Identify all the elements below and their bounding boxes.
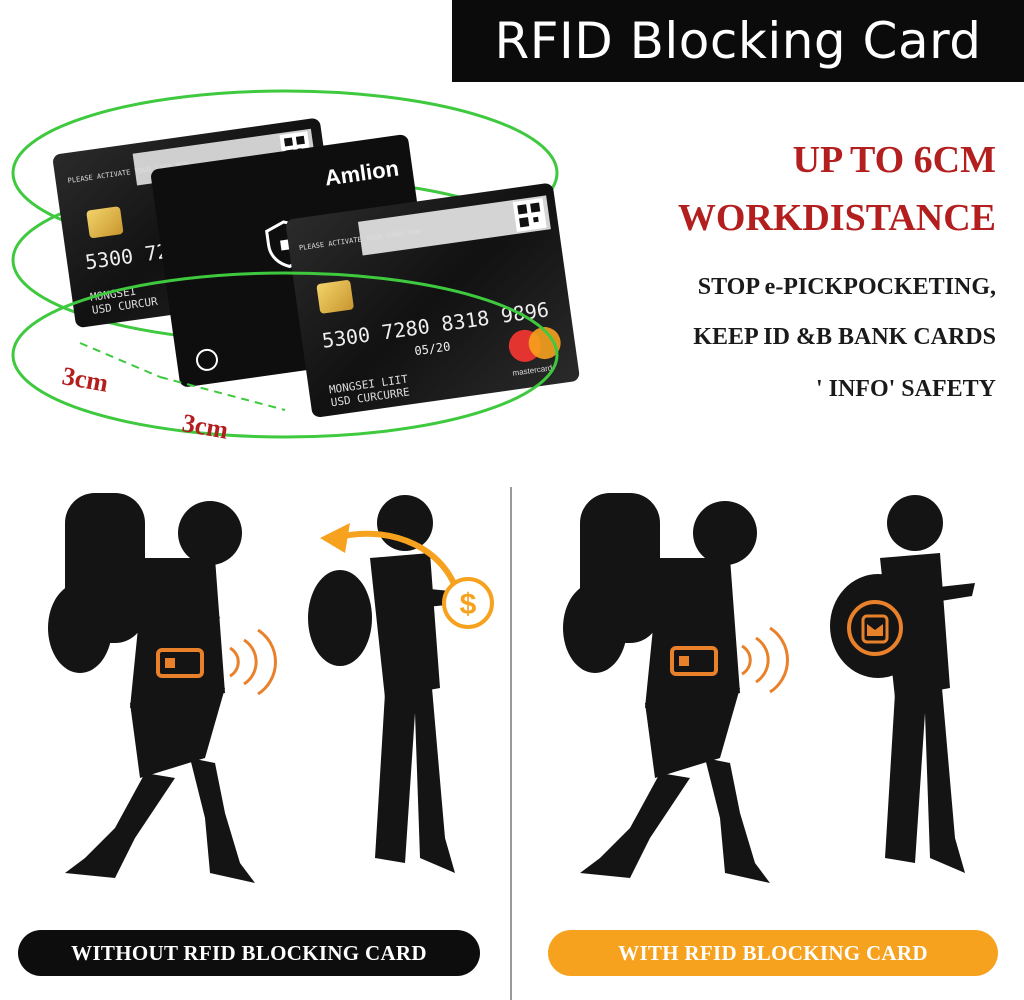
page-title: RFID Blocking Card [452,0,1024,82]
hiker-silhouette-right [563,493,770,883]
tagline-line2: KEEP ID &B BANK CARDS [693,324,996,350]
with-blocking-scene [563,493,975,883]
card-signal-icon-left [156,628,277,696]
dollar-icon [442,577,494,629]
card-signal-icon [195,348,218,371]
hiker-silhouette [48,493,255,883]
ring-bottom [11,271,559,439]
thief-silhouette [308,495,470,873]
with-rfid-label: WITH RFID BLOCKING CARD [548,930,998,976]
tagline-line3: ' INFO' SAFETY [815,376,996,402]
chip-icon [86,206,124,239]
card-front: PLEASE ACTIVATE YOUR CARD NOW 5300 7280 … [286,183,580,418]
without-blocking-scene: $ [48,493,494,883]
shield-lock-icon [847,600,903,656]
dollar-symbol: $ [460,588,477,621]
cards-illustration: PLEASE ACTIVATE YOUR CARD NOW 5300 72 MO… [11,89,580,439]
traveler-silhouette [830,495,975,873]
tagline-line1: STOP e-PICKPOCKETING, [697,274,996,300]
headline-line2: WORKDISTANCE [677,197,996,239]
without-rfid-label: WITHOUT RFID BLOCKING CARD [18,930,480,976]
headline-line1: UP TO 6CM [792,139,996,181]
panel-divider [510,487,512,1000]
card-signal-icon-right [670,626,789,694]
card-expiry: 05/20 [414,339,452,358]
